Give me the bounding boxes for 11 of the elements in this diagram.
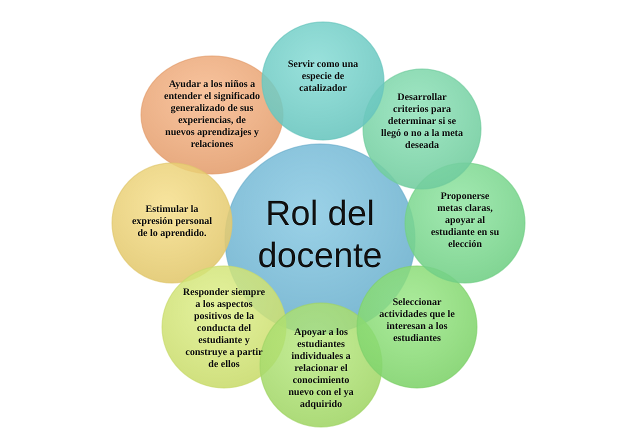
role-description: Servir como una especie de catalizador: [286, 59, 360, 95]
topic-circle: [111, 162, 233, 284]
role-description: Desarrollar criterios para determinar si se llegó o no a la meta deseada: [380, 92, 464, 152]
topic-circle: [362, 68, 482, 190]
role-description: Responder siempre a los aspectos positivos de la conducta del estudiante y construye a partir de ellos: [182, 287, 266, 371]
role-description: Ayudar a los niños a entender el significado generalizado de sus experiencias, de nuevos aprendizajes y relaciones: [164, 79, 260, 151]
role-description: Estimular la expresión personal de lo aprendido.: [130, 204, 214, 240]
role-description: Seleccionar actividades que le interesan a los estudiantes: [378, 297, 456, 345]
role-description: Proponerse metas claras, apoyar al estudiante en su elección: [430, 191, 500, 251]
role-description: Apoyar a los estudiantes individuales a relacionar el conocimiento nuevo con el ya adquirido: [287, 327, 355, 411]
central-label: Rol del docente: [256, 193, 384, 277]
